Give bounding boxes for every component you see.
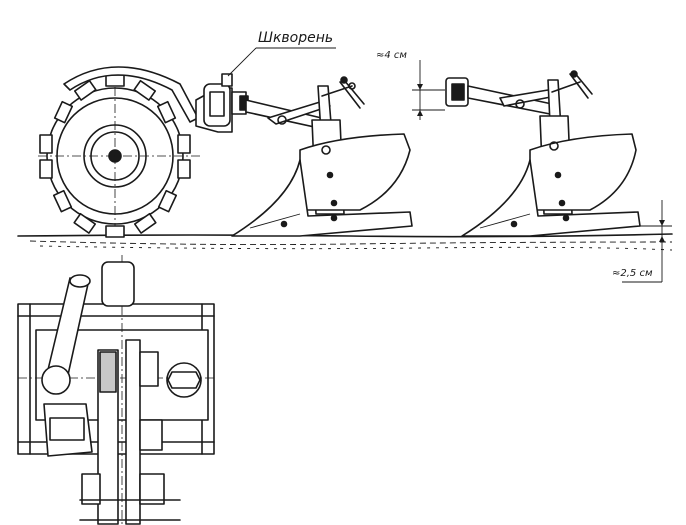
hitch-left [195, 73, 331, 133]
gap-top-label: ≈4 см [376, 50, 407, 61]
dimension-gap-top [412, 60, 445, 120]
hitch-right [445, 77, 557, 115]
kingpin-label: Шкворень [258, 30, 334, 46]
kingpin-leader [227, 47, 336, 77]
plan-view-detail [17, 255, 215, 525]
wheel [38, 66, 200, 240]
dimension-gap-ground [622, 200, 672, 283]
gap-ground-label: ≈2,5 см [612, 268, 653, 279]
ground-line [17, 233, 673, 251]
plow-left [231, 76, 413, 237]
plow-right [461, 70, 641, 237]
